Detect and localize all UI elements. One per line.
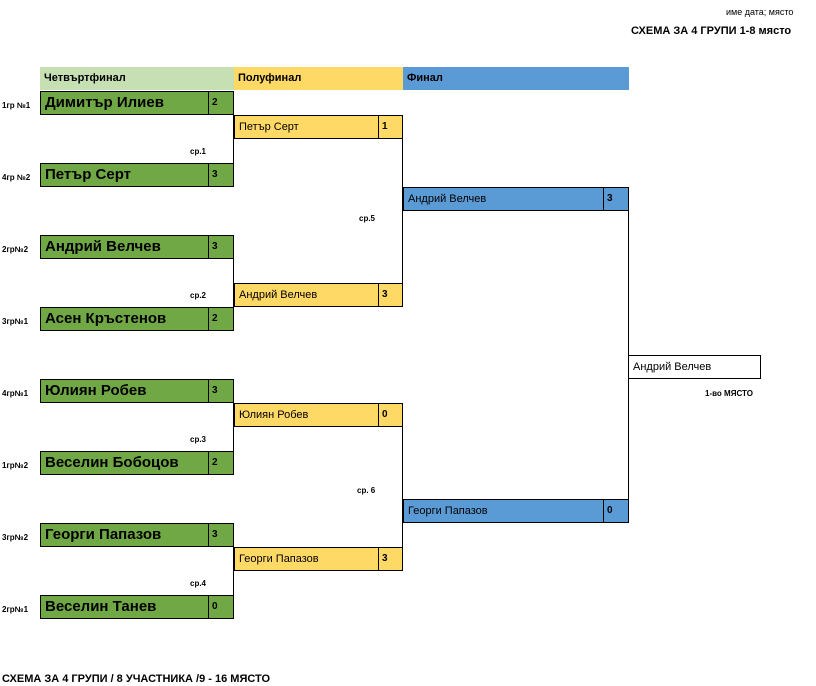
bracket-line bbox=[233, 258, 234, 308]
final-player: Георги Папазов bbox=[403, 499, 604, 523]
seed-label: 2гр№2 bbox=[2, 245, 29, 254]
header-final: Финал bbox=[403, 67, 629, 90]
semifinal-score: 1 bbox=[378, 115, 403, 139]
top-note: име дата; място bbox=[726, 7, 794, 17]
quarterfinal-score: 0 bbox=[208, 595, 234, 619]
quarterfinal-score: 2 bbox=[208, 91, 234, 115]
semifinal-score: 3 bbox=[378, 283, 403, 307]
seed-label: 4гр №2 bbox=[2, 173, 31, 182]
semifinal-score: 3 bbox=[378, 547, 403, 571]
match-label: ср.5 bbox=[359, 214, 376, 223]
quarterfinal-score: 2 bbox=[208, 451, 234, 475]
semifinal-player: Андрий Велчев bbox=[234, 283, 379, 307]
winner-place-label: 1-во МЯСТО bbox=[705, 389, 753, 398]
bracket-line bbox=[233, 114, 234, 164]
seed-label: 3гр№1 bbox=[2, 317, 29, 326]
header-quarterfinal: Четвъртфинал bbox=[40, 67, 234, 90]
seed-label: 2гр№1 bbox=[2, 605, 29, 614]
final-player: Андрий Велчев bbox=[403, 187, 604, 211]
quarterfinal-player: Асен Кръстенов bbox=[40, 307, 209, 331]
quarterfinal-score: 3 bbox=[208, 523, 234, 547]
semifinal-player: Юлиян Робев bbox=[234, 403, 379, 427]
quarterfinal-player: Георги Папазов bbox=[40, 523, 209, 547]
match-label: ср.4 bbox=[190, 579, 207, 588]
match-label: ср.3 bbox=[190, 435, 207, 444]
bracket-line bbox=[402, 138, 403, 284]
quarterfinal-score: 3 bbox=[208, 235, 234, 259]
winner-box: Андрий Велчев bbox=[628, 355, 761, 379]
match-label: ср. 6 bbox=[357, 486, 376, 495]
quarterfinal-player: Юлиян Робев bbox=[40, 379, 209, 403]
match-label: ср.2 bbox=[190, 291, 207, 300]
quarterfinal-player: Димитър Илиев bbox=[40, 91, 209, 115]
quarterfinal-player: Веселин Танев bbox=[40, 595, 209, 619]
header-semifinal: Полуфинал bbox=[234, 67, 403, 90]
match-label: ср.1 bbox=[190, 147, 207, 156]
seed-label: 3гр№2 bbox=[2, 533, 29, 542]
semifinal-player: Петър Серт bbox=[234, 115, 379, 139]
semifinal-player: Георги Папазов bbox=[234, 547, 379, 571]
seed-label: 4гр№1 bbox=[2, 389, 29, 398]
seed-label: 1гр№2 bbox=[2, 461, 29, 470]
quarterfinal-player: Андрий Велчев bbox=[40, 235, 209, 259]
final-score: 3 bbox=[603, 187, 629, 211]
footer-title: СХЕМА ЗА 4 ГРУПИ / 8 УЧАСТНИКА /9 - 16 М… bbox=[2, 673, 271, 685]
final-score: 0 bbox=[603, 499, 629, 523]
bracket-line bbox=[402, 426, 403, 548]
quarterfinal-score: 2 bbox=[208, 307, 234, 331]
quarterfinal-player: Веселин Бобоцов bbox=[40, 451, 209, 475]
quarterfinal-player: Петър Серт bbox=[40, 163, 209, 187]
quarterfinal-score: 3 bbox=[208, 379, 234, 403]
page-title: СХЕМА ЗА 4 ГРУПИ 1-8 място bbox=[631, 25, 792, 37]
semifinal-score: 0 bbox=[378, 403, 403, 427]
bracket-line bbox=[233, 402, 234, 452]
bracket-line bbox=[233, 546, 234, 596]
seed-label: 1гр №1 bbox=[2, 101, 31, 110]
quarterfinal-score: 3 bbox=[208, 163, 234, 187]
